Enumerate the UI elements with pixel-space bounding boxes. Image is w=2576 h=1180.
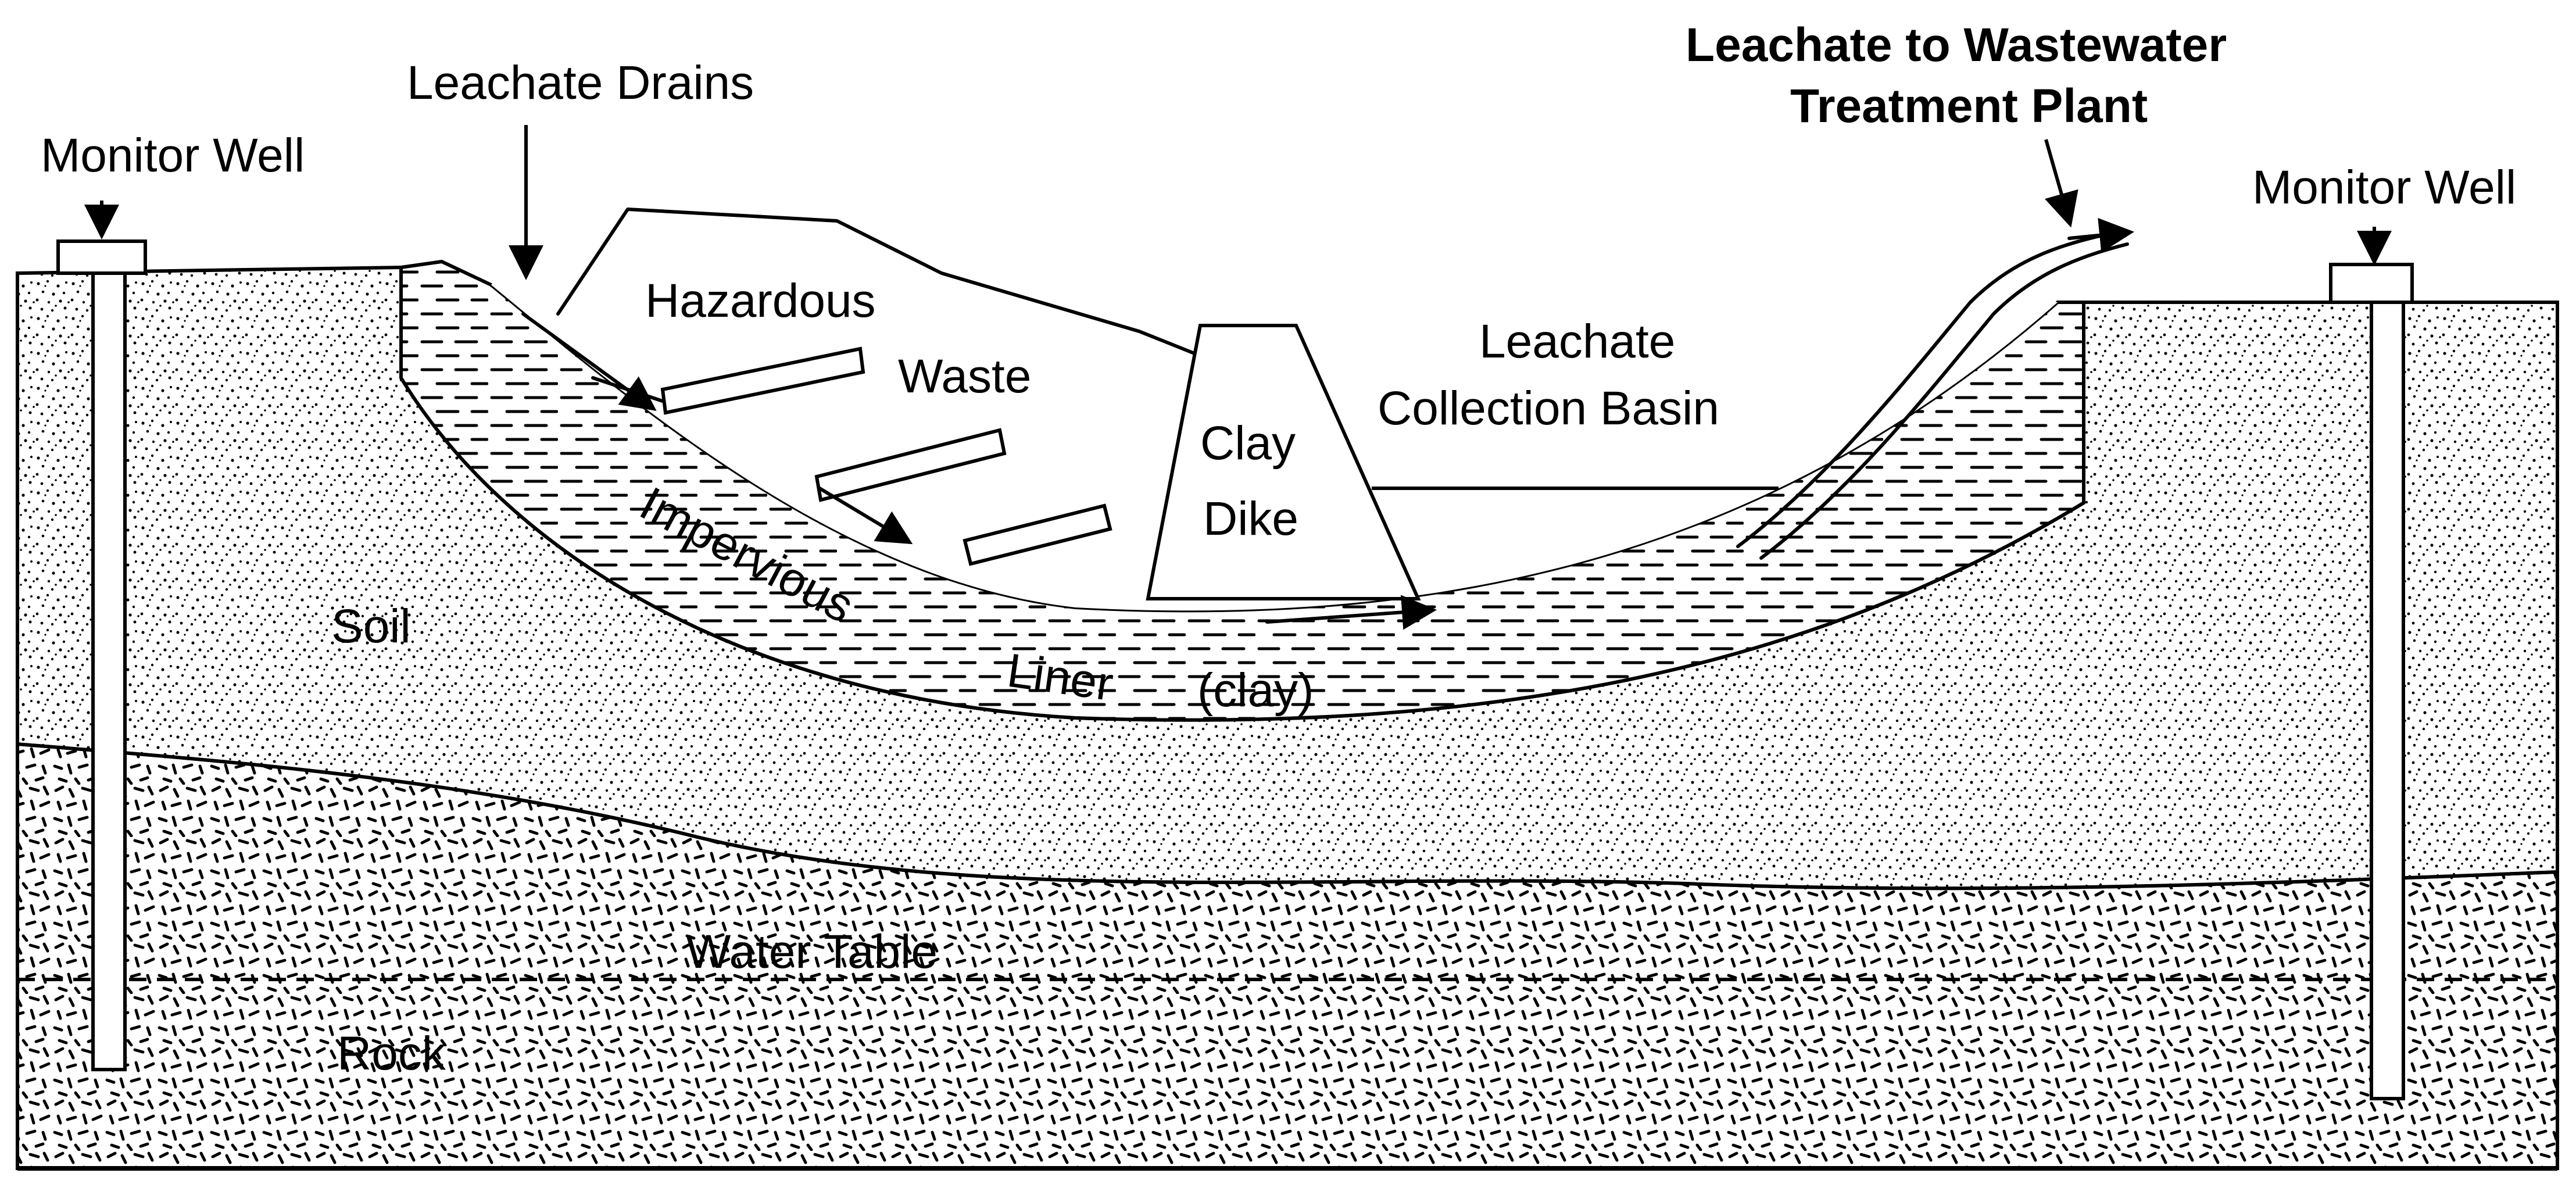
label-dike: Dike — [1203, 492, 1298, 545]
label-waste: Waste — [898, 350, 1031, 403]
label-monitor-well-right: Monitor Well — [2252, 161, 2516, 214]
label-treatment-plant: Treatment Plant — [1790, 80, 2148, 133]
label-leachate: Leachate — [1479, 315, 1675, 368]
label-water-table: Water Table — [686, 925, 938, 978]
label-soil: Soil — [331, 600, 411, 653]
label-clay-paren: (clay) — [1197, 664, 1314, 717]
label-clay: Clay — [1200, 417, 1296, 470]
label-monitor-well-left: Monitor Well — [41, 129, 305, 182]
label-rock: Rock — [337, 1027, 446, 1080]
label-hazardous: Hazardous — [645, 274, 876, 327]
label-leachate-drains: Leachate Drains — [407, 56, 754, 109]
treatment-plant-arrow — [2046, 140, 2069, 221]
label-collection-basin: Collection Basin — [1378, 382, 1719, 435]
label-leachate-to-wastewater: Leachate to Wastewater — [1686, 19, 2227, 71]
